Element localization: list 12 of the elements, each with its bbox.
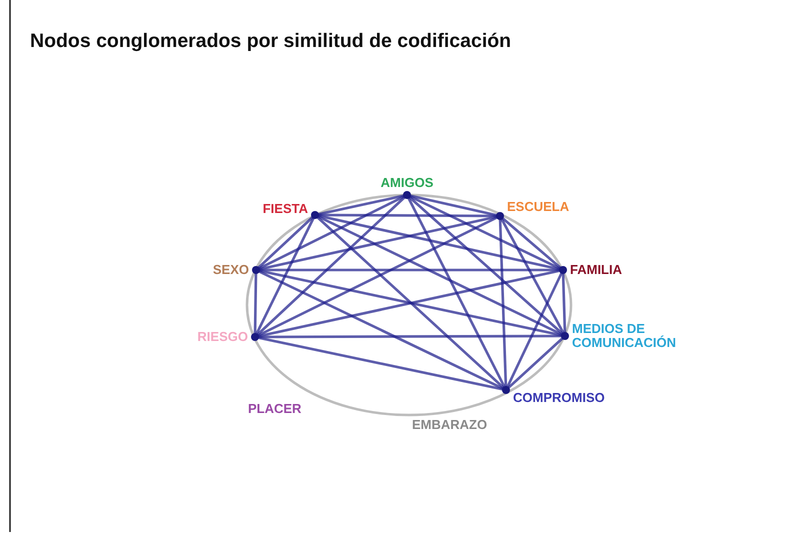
node-label: FAMILIA (559, 263, 622, 277)
node-label: RIESGO (197, 330, 259, 344)
node-label: ESCUELA (496, 200, 570, 220)
node-label: FIESTA (262, 202, 319, 219)
node-label: AMIGOS (380, 176, 434, 199)
node-label: PLACER (248, 402, 302, 416)
node-label: SEXO (212, 263, 260, 277)
node-label: COMPROMISO (502, 386, 605, 405)
node-label: MEDIOS DE COMUNICACIÓN (561, 322, 722, 350)
diagram-title: Nodos conglomerados por similitud de codificación (30, 30, 512, 53)
node-label: EMBARAZO (412, 418, 488, 432)
connector-line (505, 335, 566, 391)
